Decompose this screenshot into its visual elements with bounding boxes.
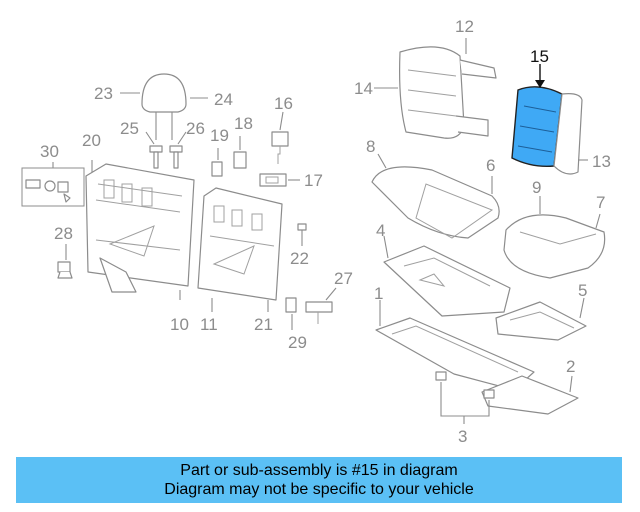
part-11-seatback-frame-right (197, 187, 283, 312)
part-10-seatback-frame-left (85, 160, 195, 300)
part-12-seatback-pad (374, 38, 497, 139)
callout-2: 2 (566, 357, 575, 376)
part-27-fastener (305, 287, 337, 324)
callout-29: 29 (288, 333, 307, 352)
callout-21: 21 (254, 315, 273, 334)
callout-17: 17 (304, 171, 323, 190)
callout-18: 18 (234, 114, 253, 133)
part-info-banner: Part or sub-assembly is #15 in diagram D… (16, 457, 622, 503)
callout-10: 10 (170, 315, 189, 334)
callout-28: 28 (54, 224, 73, 243)
part-17-striker (259, 173, 300, 187)
callout-9: 9 (532, 178, 541, 197)
callout-12: 12 (455, 17, 474, 36)
part-3-bracket (435, 371, 495, 424)
part-8-seat-cushion (371, 153, 500, 239)
part-18-cover (233, 136, 247, 169)
callout-16: 16 (274, 94, 293, 113)
callout-14: 14 (354, 79, 373, 98)
part-2-seat-base-right (481, 375, 579, 415)
part-1-seat-base (375, 300, 535, 391)
callout-25: 25 (120, 119, 139, 138)
part-29-bracket (285, 297, 297, 330)
part-16-latch (271, 111, 289, 164)
callout-20: 20 (82, 131, 101, 150)
part-28-clip (57, 244, 73, 279)
callout-7: 7 (596, 193, 605, 212)
callout-30: 30 (40, 142, 59, 161)
part-15-shape (511, 86, 563, 168)
banner-line-1: Part or sub-assembly is #15 in diagram (180, 462, 458, 479)
callout-6: 6 (486, 156, 495, 175)
banner-line-2: Diagram may not be specific to your vehi… (164, 481, 474, 498)
part-4-seat-frame (383, 235, 511, 317)
part-22-bolt (297, 223, 307, 246)
callout-15: 15 (530, 47, 549, 66)
callout-27: 27 (334, 269, 353, 288)
callout-13: 13 (592, 152, 611, 171)
part-5-seat-frame-right (495, 297, 587, 341)
callout-5: 5 (578, 281, 587, 300)
callout-24: 24 (214, 90, 233, 109)
part-9-seat-cushion-cover (503, 196, 606, 279)
part-15-seatback-cover-highlighted (511, 64, 588, 175)
part-25-headrest-guide (145, 131, 163, 169)
callout-4: 4 (376, 221, 385, 240)
part-19-knob (211, 148, 223, 177)
part-23-headrest (120, 73, 208, 140)
callout-numbers: 12 15 14 23 24 16 18 25 26 19 20 8 30 6 … (40, 17, 611, 446)
callout-3: 3 (458, 427, 467, 446)
callout-26: 26 (186, 119, 205, 138)
callout-8: 8 (366, 137, 375, 156)
callout-23: 23 (94, 84, 113, 103)
callout-11: 11 (200, 315, 218, 334)
part-30-clip-kit (21, 162, 85, 207)
callout-19: 19 (210, 126, 229, 145)
part-26-headrest-guide (169, 131, 187, 169)
callout-22: 22 (290, 249, 309, 268)
seat-parts-diagram: 12 15 14 23 24 16 18 25 26 19 20 8 30 6 … (21, 17, 611, 446)
callout-1: 1 (374, 284, 383, 303)
